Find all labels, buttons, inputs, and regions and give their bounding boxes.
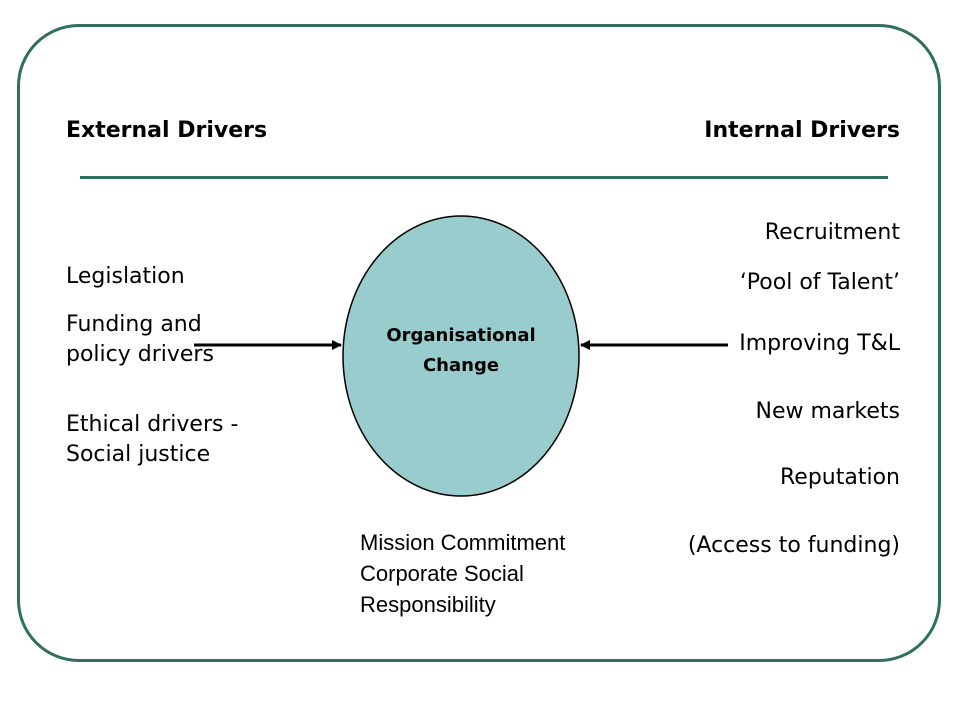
external-driver-ethical: Ethical drivers - Social justice — [66, 410, 238, 470]
mission-line: Responsibility — [360, 592, 496, 617]
external-driver-funding: Funding and policy drivers — [66, 310, 214, 370]
external-driver-line: Ethical drivers - — [66, 412, 239, 437]
external-driver-line: Funding and — [66, 312, 202, 337]
external-drivers-heading: External Drivers — [66, 118, 268, 143]
external-driver-legislation: Legislation — [66, 262, 185, 292]
external-driver-line: policy drivers — [66, 342, 214, 367]
mission-line: Corporate Social — [360, 561, 524, 586]
internal-driver-improving-tl: Improving T&L — [739, 331, 900, 356]
internal-driver-reputation: Reputation — [780, 465, 900, 490]
internal-driver-new-markets: New markets — [755, 399, 900, 424]
mission-line: Mission Commitment — [360, 530, 566, 555]
organisational-change-ellipse — [342, 215, 580, 497]
organisational-change-label-line1: Organisational — [386, 325, 535, 346]
mission-text: Mission Commitment Corporate Social Resp… — [360, 527, 565, 620]
internal-driver-access-to-funding: (Access to funding) — [687, 533, 900, 558]
external-driver-line: Legislation — [66, 264, 185, 289]
internal-driver-pool-of-talent: ‘Pool of Talent’ — [739, 270, 900, 295]
divider-rule — [80, 176, 888, 179]
external-driver-line: Social justice — [66, 442, 211, 467]
internal-drivers-heading: Internal Drivers — [704, 118, 900, 143]
diagram-frame — [17, 24, 941, 662]
organisational-change-label-line2: Change — [423, 355, 499, 376]
internal-driver-recruitment: Recruitment — [764, 220, 900, 245]
